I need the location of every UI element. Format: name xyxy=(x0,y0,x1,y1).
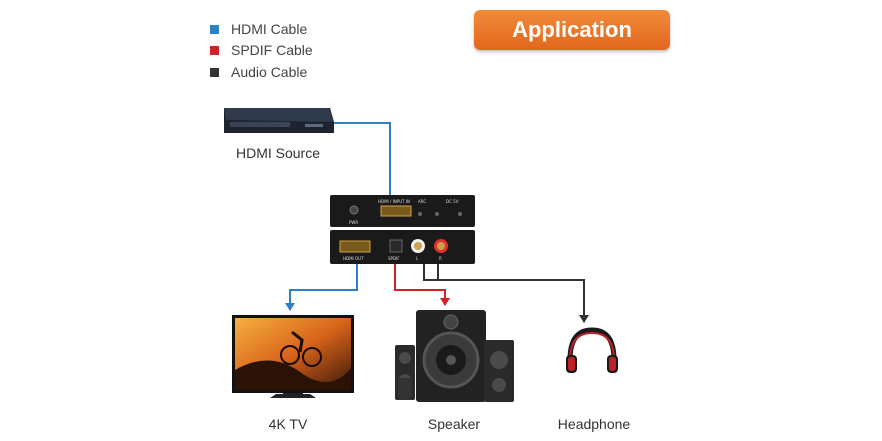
hdmi-source-device xyxy=(224,108,334,133)
port-arc: ARC xyxy=(418,199,426,204)
legend-audio: Audio Cable xyxy=(210,63,307,81)
hdmi-swatch xyxy=(210,24,219,34)
audio-cable xyxy=(423,260,585,322)
legend-spdif: SPDIF Cable xyxy=(210,41,313,59)
port-right: R xyxy=(439,256,442,261)
port-hdmi-in: HDMI / INPUT IN xyxy=(378,199,410,204)
port-spdif: SPDIF xyxy=(388,256,400,261)
legend-audio-label: Audio Cable xyxy=(231,64,308,80)
tv-device xyxy=(232,315,354,398)
hdmi-cable-in xyxy=(334,122,391,205)
port-dc: DC 5V xyxy=(446,199,459,204)
headphone-label: Headphone xyxy=(557,416,631,432)
legend-hdmi: HDMI Cable xyxy=(210,20,307,38)
audio-swatch xyxy=(210,67,219,77)
speaker-label: Speaker xyxy=(427,416,481,432)
port-hdmi-out: HDMI OUT xyxy=(343,256,364,261)
application-badge: Application xyxy=(474,10,670,50)
spdif-cable xyxy=(394,260,446,305)
hdmi-cable-out xyxy=(289,260,358,310)
legend-hdmi-label: HDMI Cable xyxy=(231,21,308,37)
tv-label: 4K TV xyxy=(268,416,308,432)
port-left: L xyxy=(416,256,419,261)
hdmi-source-label: HDMI Source xyxy=(235,145,321,161)
extractor-input-panel xyxy=(330,195,475,227)
port-pwr: PWR xyxy=(349,220,358,225)
extractor-output-panel xyxy=(330,230,475,264)
headphone-device xyxy=(566,327,618,373)
legend-spdif-label: SPDIF Cable xyxy=(231,42,313,58)
speaker-device xyxy=(395,310,514,402)
spdif-swatch xyxy=(210,45,219,55)
